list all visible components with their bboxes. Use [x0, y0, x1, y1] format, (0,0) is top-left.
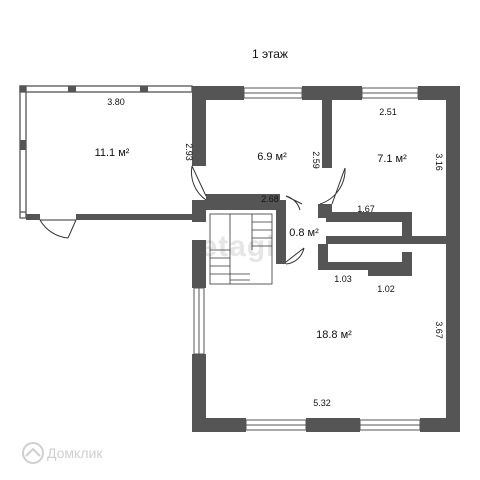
room-area-label: 6.9 м² [257, 151, 287, 163]
dimension-label: 3.80 [107, 97, 125, 107]
dimension-label: 2.51 [379, 107, 397, 117]
windows [193, 87, 421, 431]
floor-title: 1 этаж [252, 47, 288, 61]
room-area-label: 18.8 м² [316, 329, 352, 341]
watermark-text: etagi [200, 230, 275, 263]
doors [39, 165, 346, 265]
room-area-label: 11.1 м² [95, 147, 130, 159]
dimension-label: 3.67 [434, 321, 444, 339]
dimension-label: 1.67 [357, 204, 375, 214]
room-area-label: 7.1 м² [377, 153, 407, 165]
dimension-label: 2.93 [184, 143, 194, 161]
dimension-label: 5.32 [313, 398, 331, 408]
staircase [209, 213, 273, 285]
walls [26, 86, 460, 432]
dimension-label: 2.68 [261, 194, 279, 204]
room-area-label: 0.8 м² [289, 227, 319, 239]
dimension-label: 1.02 [377, 284, 395, 294]
dimension-label: 1.03 [334, 274, 352, 284]
dimension-label: 2.59 [311, 151, 321, 169]
veranda-wall-dark [20, 86, 148, 150]
logo-text: Домклик [47, 445, 103, 461]
house-icon [25, 447, 41, 457]
domclick-logo: Домклик [22, 442, 103, 464]
dimension-label: 3.16 [434, 153, 444, 171]
